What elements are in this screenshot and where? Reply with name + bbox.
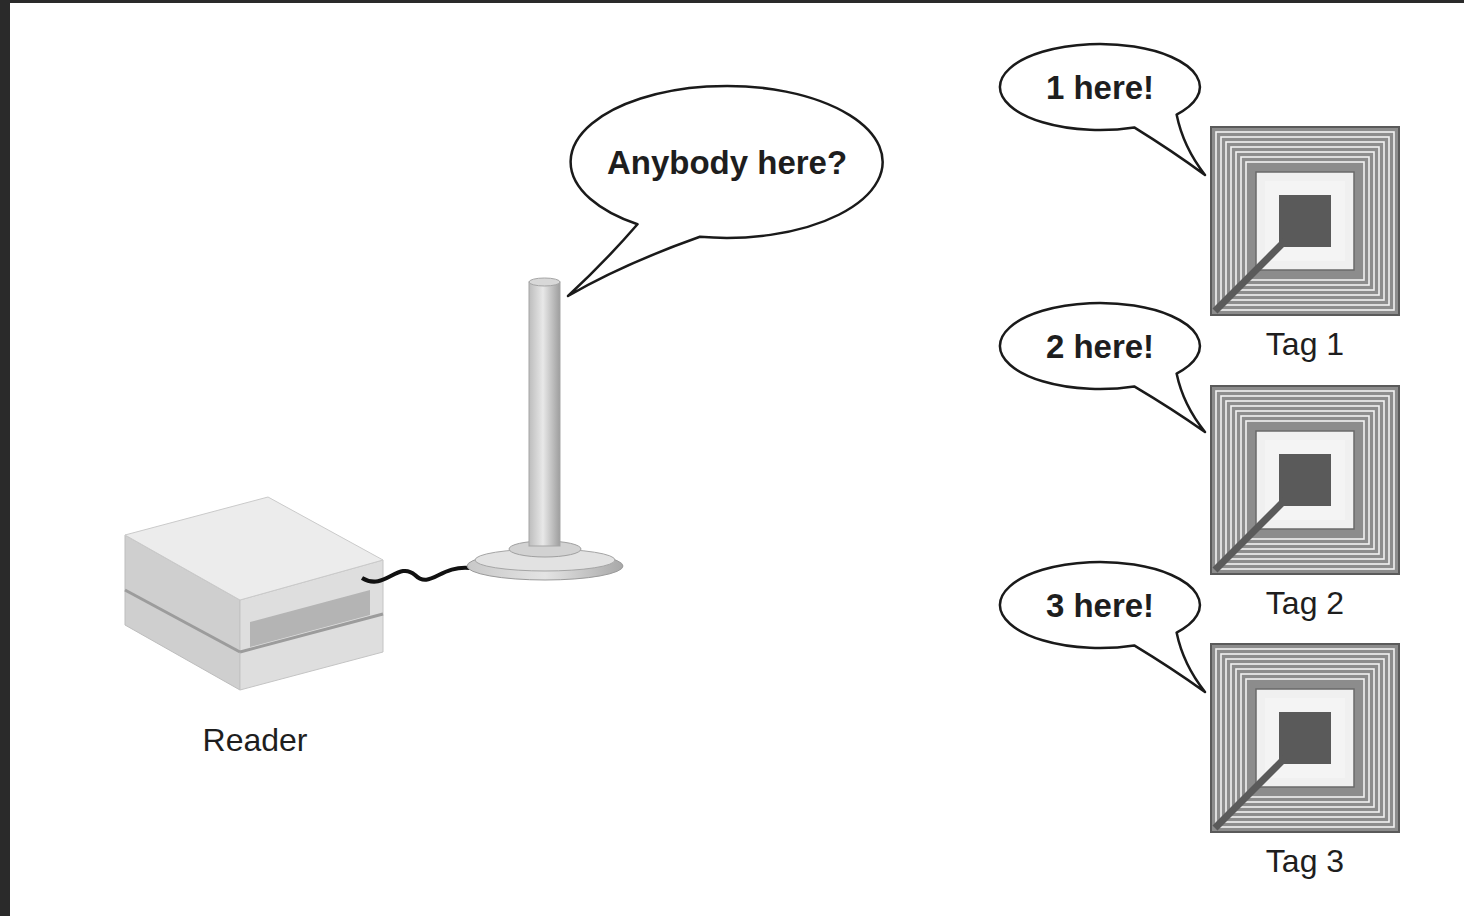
reader-node: Reader [120, 490, 390, 758]
bubble-shape [1000, 44, 1205, 175]
rfid-tag-graphic [1211, 127, 1399, 315]
speech-bubble: 1 here! [998, 42, 1202, 132]
rfid-tag: Tag 1 [1205, 122, 1405, 362]
cable [362, 568, 470, 582]
speech-bubble: 3 here! [998, 560, 1202, 650]
frame-edge [0, 0, 1464, 3]
antenna [467, 278, 623, 580]
bubble-text: 1 here! [1046, 69, 1154, 106]
bubble-shape [568, 86, 883, 296]
node-label: Tag 3 [1266, 843, 1344, 879]
rfid-tag: Tag 3 [1205, 639, 1405, 879]
bubble-text: 3 here! [1046, 587, 1154, 624]
bubble-shape [1000, 562, 1205, 692]
speech-bubble: 2 here! [998, 301, 1202, 391]
frame-edge [0, 0, 10, 916]
bubble-text: Anybody here? [607, 144, 847, 181]
bubble-text: 2 here! [1046, 328, 1154, 365]
node-label: Reader [203, 722, 308, 758]
rfid-tag-graphic [1211, 644, 1399, 832]
rfid-tag-graphic [1211, 386, 1399, 574]
rfid-tag: Tag 2 [1205, 381, 1405, 621]
reader-box [125, 497, 383, 690]
speech-bubble: Anybody here? [569, 84, 885, 240]
node-label: Tag 1 [1266, 326, 1344, 362]
bubble-shape [1000, 303, 1205, 432]
node-label: Tag 2 [1266, 585, 1344, 621]
